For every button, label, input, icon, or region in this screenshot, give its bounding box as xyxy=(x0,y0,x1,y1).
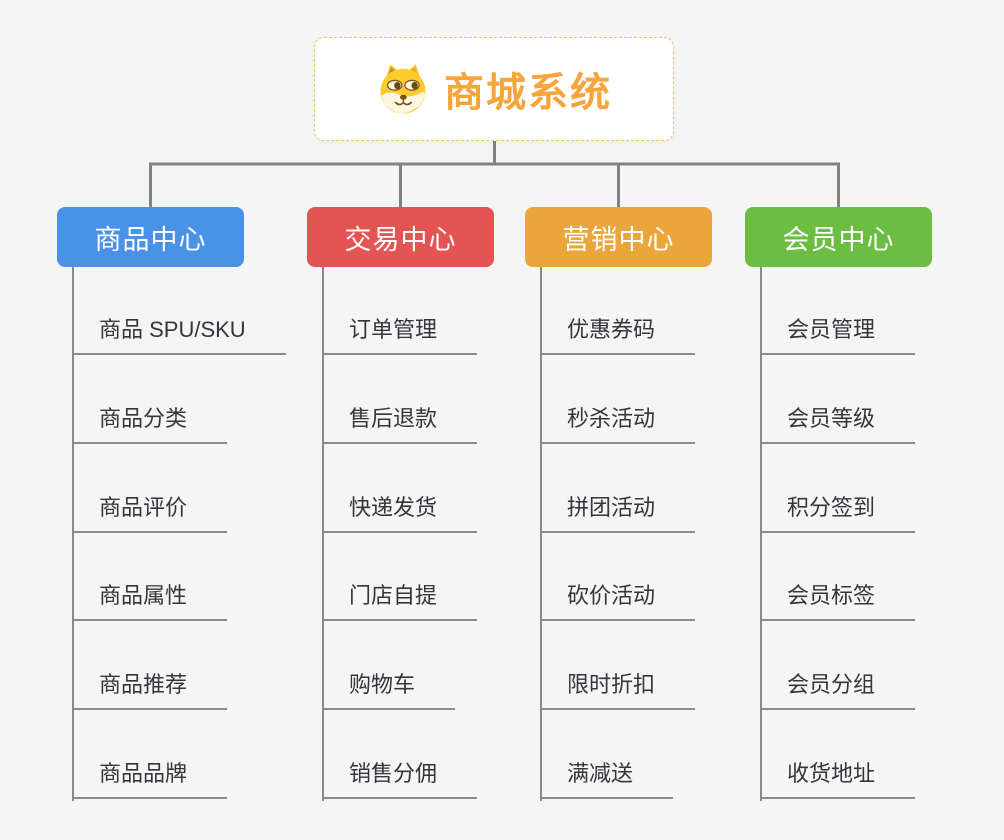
branch-header-marketing-center[interactable]: 营销中心 xyxy=(525,207,712,267)
branch-header-product-center[interactable]: 商品中心 xyxy=(57,207,244,267)
branch-header-member-center[interactable]: 会员中心 xyxy=(745,207,932,267)
branch-product-center: 商品中心 商品 SPU/SKU 商品分类商品评价商品属性商品推荐商品品牌 xyxy=(57,207,286,801)
node-member-center-item-5[interactable]: 收货地址 xyxy=(760,756,916,799)
node-marketing-center-item-0[interactable]: 优惠券码 xyxy=(540,312,696,355)
node-member-center-item-2[interactable]: 积分签到 xyxy=(760,490,916,533)
branch-header-trade-center[interactable]: 交易中心 xyxy=(307,207,494,267)
branch-connector-line xyxy=(72,267,74,801)
node-trade-center-item-3[interactable]: 门店自提 xyxy=(322,578,478,622)
root-node[interactable]: 商城系统 xyxy=(314,37,674,141)
node-trade-center-item-0[interactable]: 订单管理 xyxy=(322,312,478,355)
node-product-center-item-3[interactable]: 商品属性 xyxy=(72,578,228,622)
node-product-center-item-5[interactable]: 商品品牌 xyxy=(72,756,228,799)
node-member-center-item-1[interactable]: 会员等级 xyxy=(760,401,916,444)
node-trade-center-item-5[interactable]: 销售分佣 xyxy=(322,756,478,799)
node-trade-center-item-2[interactable]: 快递发货 xyxy=(322,490,478,533)
node-product-center-item-0[interactable]: 商品 SPU/SKU xyxy=(72,312,286,355)
node-marketing-center-item-5[interactable]: 满减送 xyxy=(540,756,674,799)
node-product-center-item-2[interactable]: 商品评价 xyxy=(72,490,228,533)
node-marketing-center-item-2[interactable]: 拼团活动 xyxy=(540,490,696,533)
node-member-center-item-3[interactable]: 会员标签 xyxy=(760,578,916,622)
root-node-label: 商城系统 xyxy=(444,71,612,115)
branch-connector-line xyxy=(540,267,542,801)
dog-face-icon xyxy=(380,64,426,114)
node-member-center-item-4[interactable]: 会员分组 xyxy=(760,667,916,711)
branch-connector-line xyxy=(322,267,324,801)
node-product-center-item-4[interactable]: 商品推荐 xyxy=(72,667,228,711)
branch-connector-line xyxy=(760,267,762,801)
node-marketing-center-item-4[interactable]: 限时折扣 xyxy=(540,667,696,711)
node-marketing-center-item-3[interactable]: 砍价活动 xyxy=(540,578,696,622)
node-marketing-center-item-1[interactable]: 秒杀活动 xyxy=(540,401,696,444)
node-product-center-item-1[interactable]: 商品分类 xyxy=(72,401,228,444)
branch-member-center: 会员中心 会员管理会员等级积分签到会员标签会员分组收货地址 xyxy=(745,207,932,801)
node-trade-center-item-4[interactable]: 购物车 xyxy=(322,667,456,711)
branch-marketing-center: 营销中心 优惠券码秒杀活动拼团活动砍价活动限时折扣满减送 xyxy=(525,207,712,801)
node-trade-center-item-1[interactable]: 售后退款 xyxy=(322,401,478,444)
node-member-center-item-0[interactable]: 会员管理 xyxy=(760,312,916,355)
branch-trade-center: 交易中心 订单管理售后退款快递发货门店自提购物车销售分佣 xyxy=(307,207,494,801)
